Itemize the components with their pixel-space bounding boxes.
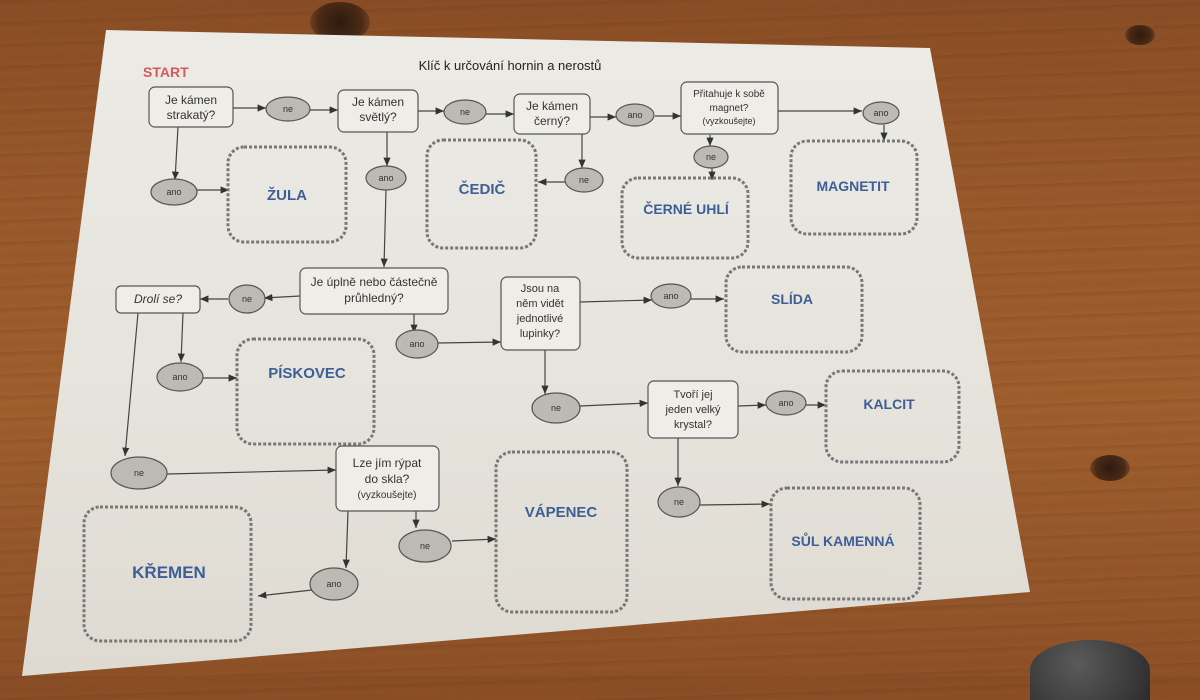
answer-no-6: ne: [564, 167, 604, 193]
svg-text:Je kámen: Je kámen: [165, 93, 217, 107]
result-cerne-uhli: ČERNÉ UHLÍ: [620, 176, 750, 260]
svg-text:Je kámen: Je kámen: [352, 95, 404, 109]
svg-text:jednotlivé: jednotlivé: [516, 313, 563, 325]
answer-yes-3: ano: [615, 103, 655, 127]
answer-no-5: ne: [693, 145, 729, 169]
svg-text:Je úplně nebo částečně: Je úplně nebo částečně: [311, 275, 438, 289]
flowchart: Klíč k určování hornin a nerostů START: [82, 58, 961, 643]
question-pruhledny: Je úplně nebo částečně průhledný?: [299, 267, 449, 315]
paper-sheet: [22, 30, 1030, 676]
result-kalcit: KALCIT: [824, 369, 961, 464]
wood-knot: [1125, 25, 1155, 45]
start-label: START: [143, 64, 189, 80]
wood-knot: [1090, 455, 1130, 481]
question-lupinky: Jsou na něm vidět jednotlivé lupinky?: [500, 276, 581, 351]
svg-text:ano: ano: [326, 579, 341, 589]
svg-text:Jsou na: Jsou na: [521, 283, 560, 295]
answer-yes-18: ano: [309, 567, 359, 601]
svg-text:Tvoří jej: Tvoří jej: [673, 389, 712, 401]
svg-text:průhledný?: průhledný?: [344, 291, 404, 305]
result-magnetit: MAGNETIT: [789, 139, 919, 236]
answer-yes-11: ano: [650, 283, 692, 309]
page-title: Klíč k určování hornin a nerostů: [419, 58, 602, 73]
answer-yes-7: ano: [150, 178, 198, 206]
question-svetly: Je kámen světlý?: [337, 89, 419, 133]
svg-text:ČEDIČ: ČEDIČ: [459, 180, 506, 198]
question-drolise: Drolí se?: [115, 285, 201, 314]
answer-no-16: ne: [110, 456, 168, 490]
svg-text:ano: ano: [378, 173, 393, 183]
svg-text:ano: ano: [409, 339, 424, 349]
svg-text:jeden velký: jeden velký: [664, 404, 721, 416]
question-sklo: Lze jím rýpat do skla? (vyzkoušejte): [335, 445, 440, 512]
result-slida: SLÍDA: [724, 265, 864, 354]
answer-no-14: ne: [657, 486, 701, 518]
svg-text:ŽULA: ŽULA: [267, 186, 307, 204]
svg-text:ano: ano: [873, 108, 888, 118]
svg-text:lupinky?: lupinky?: [520, 328, 560, 340]
answer-no-1: ne: [265, 96, 311, 122]
question-magnet: Přitahuje k sobě magnet? (vyzkoušejte): [680, 81, 779, 135]
connectors: [122, 104, 888, 599]
answer-yes-13: ano: [765, 390, 807, 416]
svg-text:ne: ne: [579, 175, 589, 185]
svg-text:VÁPENEC: VÁPENEC: [525, 504, 598, 521]
answer-no-9: ne: [228, 284, 266, 314]
svg-text:ano: ano: [172, 372, 187, 382]
svg-text:MAGNETIT: MAGNETIT: [816, 178, 890, 194]
svg-text:ne: ne: [460, 107, 470, 117]
svg-text:ne: ne: [551, 403, 561, 413]
svg-text:KŘEMEN: KŘEMEN: [132, 563, 206, 582]
svg-text:Je kámen: Je kámen: [526, 99, 578, 113]
svg-text:strakatý?: strakatý?: [167, 108, 216, 122]
result-sul-kamenna: SŮL KAMENNÁ: [769, 486, 922, 601]
svg-text:ČERNÉ UHLÍ: ČERNÉ UHLÍ: [643, 200, 730, 217]
answer-no-12: ne: [531, 392, 581, 424]
answer-yes-10: ano: [395, 329, 439, 359]
svg-text:PÍSKOVEC: PÍSKOVEC: [268, 365, 346, 382]
svg-text:krystal?: krystal?: [674, 419, 712, 431]
result-piskovec: PÍSKOVEC: [235, 337, 376, 446]
answer-yes-4: ano: [862, 101, 900, 125]
svg-text:ne: ne: [242, 294, 252, 304]
svg-text:ano: ano: [663, 291, 678, 301]
svg-text:do skla?: do skla?: [365, 472, 410, 486]
question-krystal: Tvoří jej jeden velký krystal?: [647, 380, 739, 439]
svg-text:ne: ne: [674, 497, 684, 507]
answer-no-17: ne: [398, 529, 452, 563]
svg-text:Lze jím rýpat: Lze jím rýpat: [353, 456, 422, 470]
answer-yes-15: ano: [156, 362, 204, 392]
svg-text:SŮL KAMENNÁ: SŮL KAMENNÁ: [791, 531, 894, 549]
result-cedic: ČEDIČ: [425, 138, 538, 250]
answer-no-2: ne: [443, 99, 487, 125]
svg-text:Drolí se?: Drolí se?: [134, 292, 182, 306]
svg-text:ne: ne: [420, 541, 430, 551]
svg-text:ano: ano: [778, 398, 793, 408]
svg-text:(vyzkoušejte): (vyzkoušejte): [358, 490, 417, 501]
svg-text:Přitahuje k sobě: Přitahuje k sobě: [693, 89, 765, 100]
svg-text:ano: ano: [166, 187, 181, 197]
answer-yes-8: ano: [365, 165, 407, 191]
result-zula: ŽULA: [226, 145, 348, 244]
svg-text:světlý?: světlý?: [359, 110, 397, 124]
question-cerny: Je kámen černý?: [513, 93, 591, 135]
rock-sample: [1030, 640, 1150, 700]
result-kremen: KŘEMEN: [82, 505, 253, 643]
result-vapenec: VÁPENEC: [494, 450, 629, 614]
svg-text:něm vidět: něm vidět: [516, 298, 564, 310]
svg-text:(vyzkoušejte): (vyzkoušejte): [702, 116, 755, 126]
svg-text:ne: ne: [283, 104, 293, 114]
svg-text:ne: ne: [706, 152, 716, 162]
svg-text:ne: ne: [134, 468, 144, 478]
svg-text:ano: ano: [627, 110, 642, 120]
svg-text:černý?: černý?: [534, 114, 570, 128]
svg-text:KALCIT: KALCIT: [863, 396, 915, 412]
svg-text:magnet?: magnet?: [710, 103, 749, 114]
question-strakaty: Je kámen strakatý?: [148, 86, 234, 128]
svg-text:SLÍDA: SLÍDA: [771, 291, 813, 307]
